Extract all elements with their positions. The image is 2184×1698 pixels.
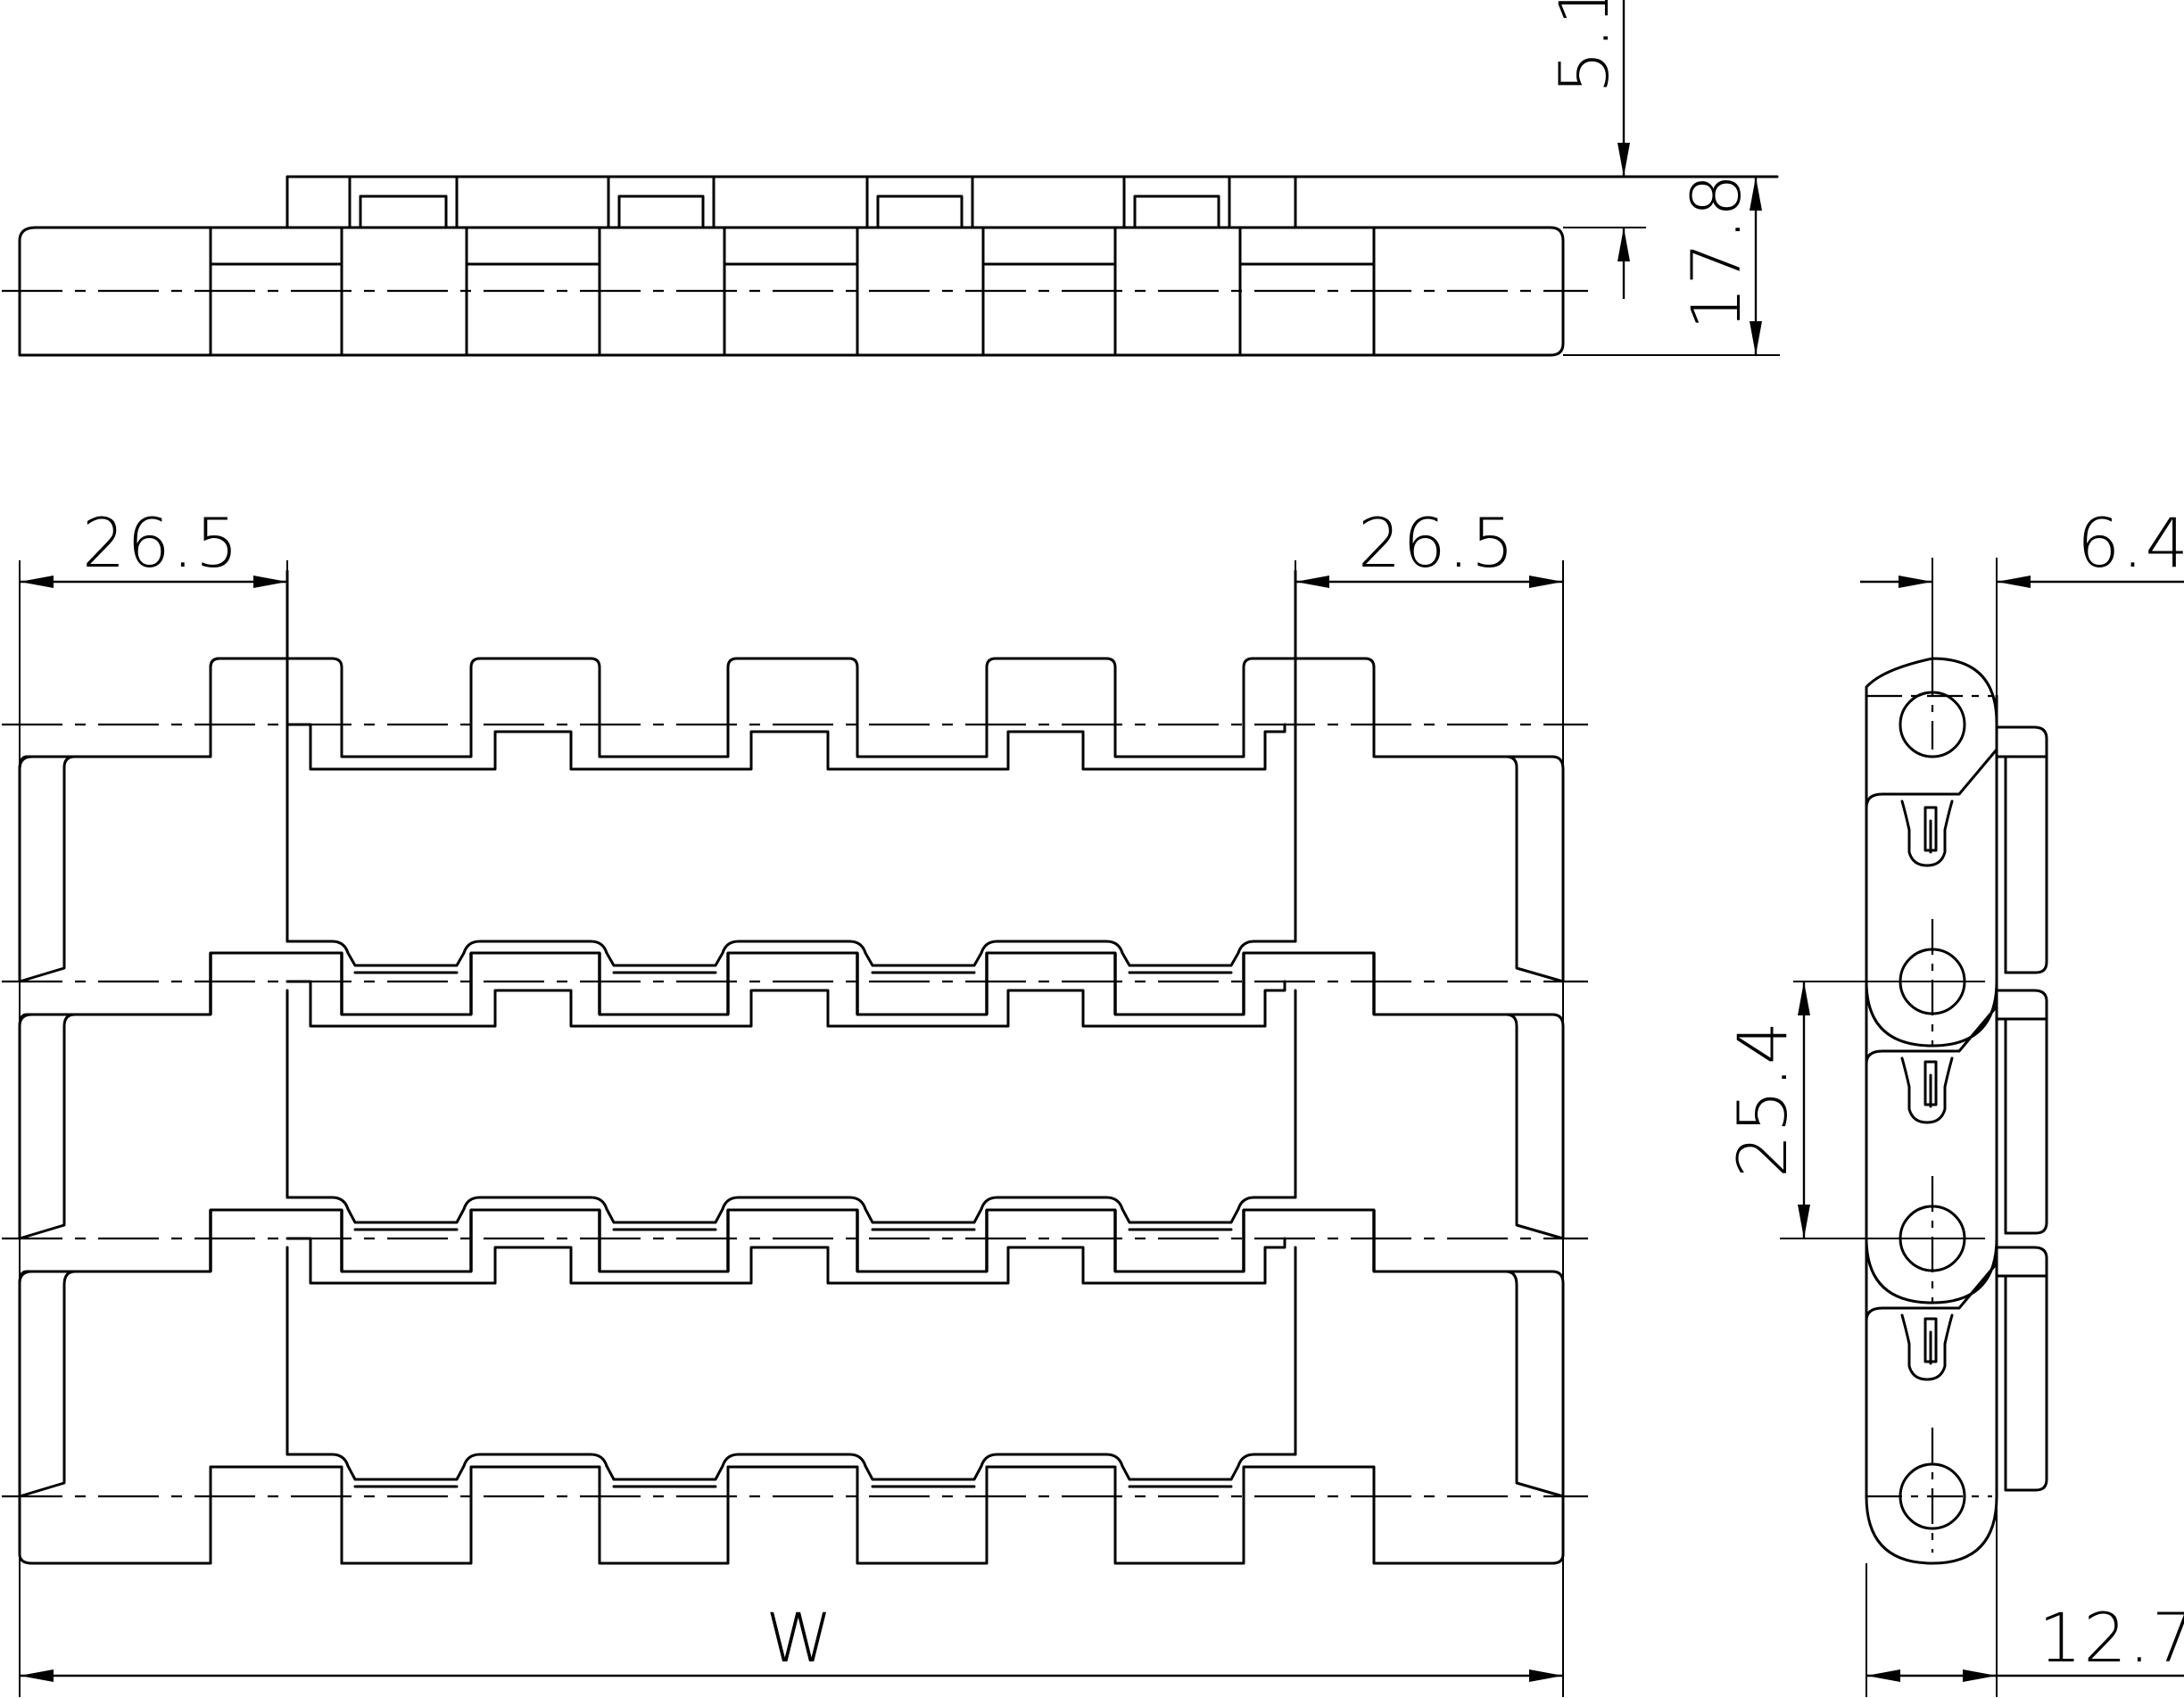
pin-offset-dimension: 12.7 <box>1866 1598 2184 1682</box>
chain-module-3 <box>18 1208 1554 1498</box>
side-elevation-view <box>2 175 1780 357</box>
side-profile-view <box>1780 558 2048 1697</box>
link-thickness-dimension: 6.4 <box>1860 503 2184 588</box>
link-thickness-label: 6.4 <box>2077 503 2184 583</box>
chain-module-4 <box>18 1465 1565 1565</box>
lug-height-dimension: 5.1 <box>1544 0 1630 299</box>
left-edge-label: 26.5 <box>82 503 240 583</box>
right-edge-label: 26.5 <box>1358 503 1516 583</box>
pitch-dimension: 25.4 <box>1723 982 1810 1238</box>
left-side-plates <box>18 755 77 1498</box>
right-edge-dimension: 26.5 <box>1295 503 1563 588</box>
chain-height-label: 17.8 <box>1676 172 1756 330</box>
width-dimension: W <box>20 1598 1563 1682</box>
width-label: W <box>765 1598 834 1677</box>
chain-module-2 <box>18 951 1554 1240</box>
right-side-plates <box>1504 755 1565 1498</box>
pin-offset-label: 12.7 <box>2039 1598 2184 1677</box>
plan-view <box>2 560 1588 1697</box>
lug-height-label: 5.1 <box>1544 0 1624 94</box>
chain-module-1 <box>18 569 1554 983</box>
chain-height-dimension: 17.8 <box>1676 172 1762 355</box>
pitch-label: 25.4 <box>1723 1020 1802 1178</box>
left-edge-dimension: 26.5 <box>20 503 287 588</box>
chain-module-0 <box>209 657 1297 726</box>
